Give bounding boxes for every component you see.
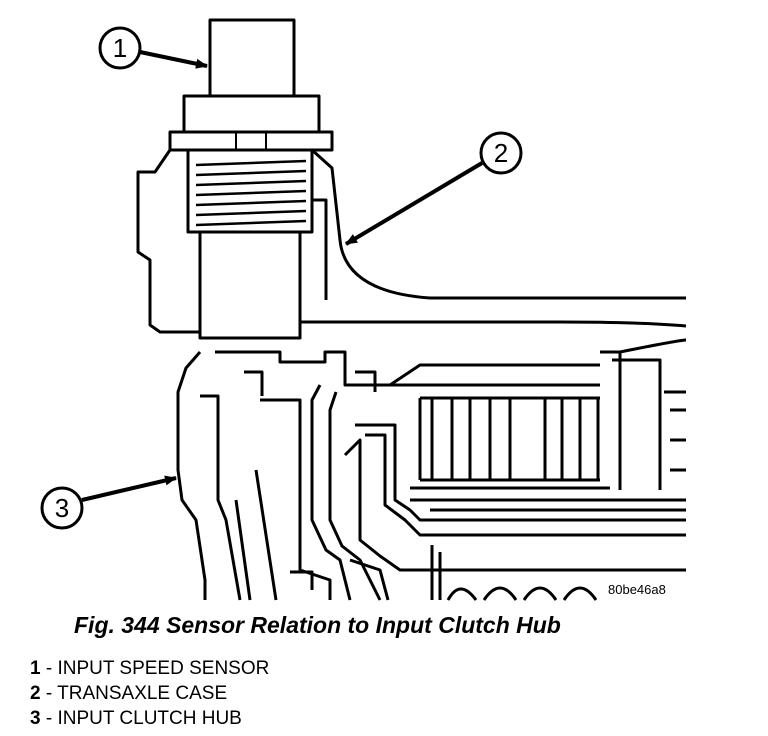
transaxle-case bbox=[136, 148, 687, 334]
sensor-threads bbox=[195, 159, 307, 227]
legend-separator: - bbox=[40, 708, 58, 729]
legend-separator: - bbox=[40, 658, 58, 679]
legend-label: INPUT SPEED SENSOR bbox=[57, 658, 270, 679]
legend-number: 2 bbox=[30, 683, 41, 704]
legend-item: 3 - INPUT CLUTCH HUB bbox=[30, 706, 269, 731]
figure-caption: Fig. 344 Sensor Relation to Input Clutch… bbox=[74, 612, 561, 638]
legend-number: 1 bbox=[30, 658, 41, 679]
callout-3: 3 bbox=[40, 475, 177, 530]
legend-label: INPUT CLUTCH HUB bbox=[57, 708, 242, 729]
legend-label: TRANSAXLE CASE bbox=[57, 683, 228, 704]
input-clutch-hub bbox=[176, 338, 687, 601]
legend-item: 2 - TRANSAXLE CASE bbox=[30, 681, 269, 706]
sensor-diagram: 1 2 3 80be46a8 bbox=[40, 18, 687, 601]
legend-item: 1 - INPUT SPEED SENSOR bbox=[30, 656, 269, 681]
svg-text:2: 2 bbox=[494, 138, 508, 168]
legend-separator: - bbox=[40, 683, 58, 704]
callout-1: 1 bbox=[98, 26, 208, 70]
callout-2: 2 bbox=[344, 131, 523, 246]
svg-text:1: 1 bbox=[113, 33, 127, 63]
legend-list: 1 - INPUT SPEED SENSOR 2 - TRANSAXLE CAS… bbox=[30, 656, 269, 731]
legend-number: 3 bbox=[30, 708, 41, 729]
image-reference-id: 80be46a8 bbox=[608, 582, 666, 597]
svg-text:3: 3 bbox=[55, 493, 69, 523]
